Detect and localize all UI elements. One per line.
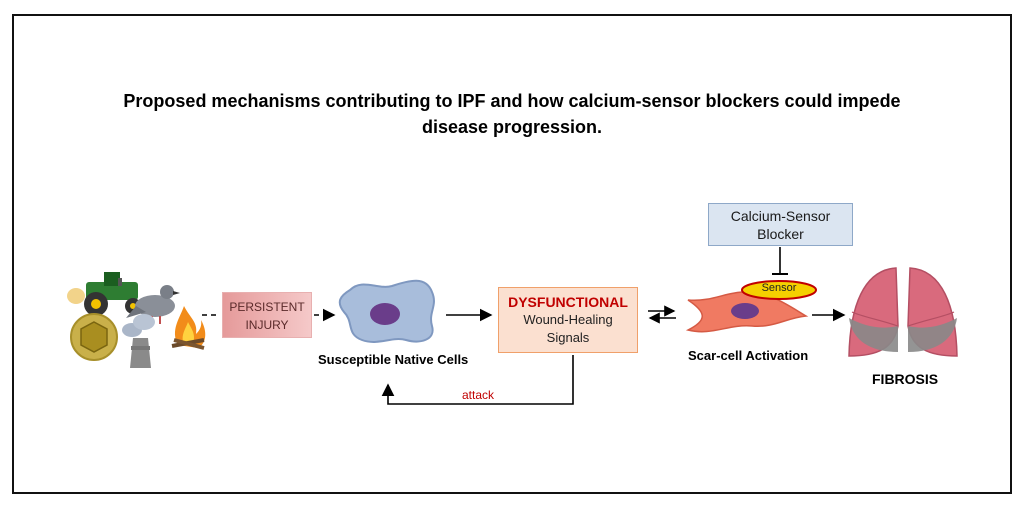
figure-frame	[12, 14, 1012, 494]
lungs-icon	[848, 267, 958, 357]
persistent-injury-box: PERSISTENT INJURY	[222, 292, 312, 338]
blocker-line-2: Blocker	[757, 226, 804, 242]
native-cells-label: Susceptible Native Cells	[318, 352, 469, 367]
fire-icon	[171, 306, 206, 350]
fibrosis-label: FIBROSIS	[872, 371, 939, 387]
wound-line-1: Wound-Healing	[523, 312, 613, 327]
wound-healing-box: DYSFUNCTIONAL Wound-Healing Signals	[498, 287, 638, 353]
sensor-receptor	[741, 280, 817, 300]
injury-line-2: INJURY	[245, 318, 289, 332]
native-cell-icon	[338, 279, 435, 343]
wound-line-2: Signals	[546, 330, 590, 345]
pollen-icon	[70, 313, 118, 361]
sensor-label: Sensor	[761, 282, 797, 294]
figure-title: Proposed mechanisms contributing to IPF …	[123, 91, 901, 137]
factory-smoke-icon	[122, 314, 155, 368]
tractor-icon	[67, 272, 141, 316]
dysfunctional-text: DYSFUNCTIONAL	[508, 294, 628, 310]
scar-activation-label: Scar-cell Activation	[688, 348, 809, 363]
blocker-line-1: Calcium-Sensor	[730, 208, 831, 224]
attack-feedback-arrow	[381, 355, 574, 405]
calcium-sensor-blocker-box: Calcium-Sensor Blocker	[708, 203, 853, 246]
fibroblast-icon	[685, 291, 809, 333]
attack-label: attack	[462, 388, 495, 402]
injury-line-1: PERSISTENT	[229, 300, 305, 314]
